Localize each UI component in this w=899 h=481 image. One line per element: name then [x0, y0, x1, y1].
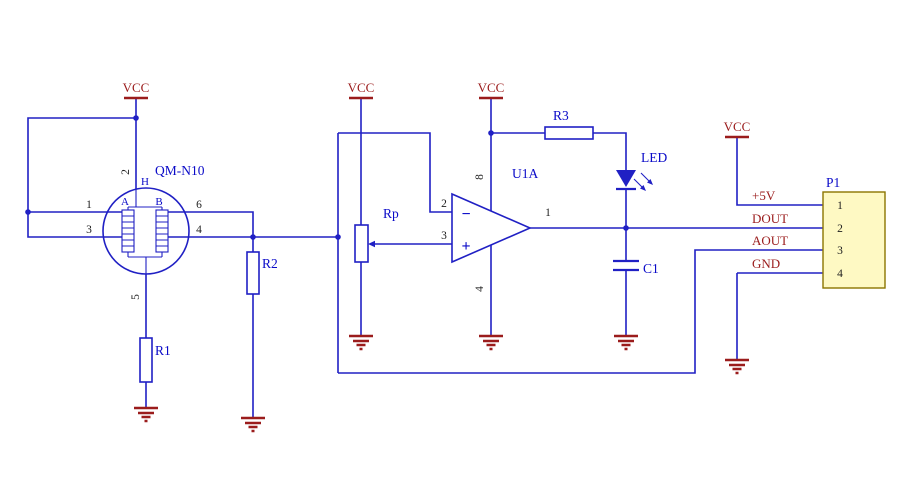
sensor-coil-a [121, 209, 135, 253]
led-triangle [616, 170, 636, 187]
ground-symbol-r2 [241, 416, 265, 433]
connector-pin-number-3: 3 [837, 245, 843, 257]
sensor-pin-1: 1 [86, 199, 92, 211]
r2-body [246, 251, 260, 295]
led-emission-arrows [633, 172, 653, 191]
vcc-label: VCC [478, 80, 505, 95]
net-labels: +5V DOUT AOUT GND [752, 188, 788, 271]
sensor-electrode-b-label: B [155, 196, 162, 208]
wire-r3-to-led [491, 132, 627, 228]
ground-symbol-opamp [479, 334, 503, 351]
r1-body [139, 337, 153, 383]
opamp-pin-4: 4 [474, 286, 486, 292]
net-label-5v: +5V [752, 188, 776, 203]
resistor-r1: R1 [139, 337, 171, 383]
opamp-pin-2: 2 [441, 198, 447, 210]
net-label-aout: AOUT [752, 233, 788, 248]
opamp-inverting-sign: − [461, 206, 470, 223]
r3-body [544, 126, 594, 140]
sensor-heater-label: H [141, 176, 149, 188]
vcc-label: VCC [348, 80, 375, 95]
vcc-port-connector: VCC [724, 119, 751, 139]
net-label-dout: DOUT [752, 211, 788, 226]
sensor-pin-5: 5 [130, 294, 142, 300]
r2-designator: R2 [262, 256, 278, 271]
r1-designator: R1 [155, 343, 171, 358]
vcc-label: VCC [123, 80, 150, 95]
led-arrow-line [633, 178, 643, 188]
rp-wiper-arrow [368, 240, 375, 248]
wires [27, 98, 823, 418]
coil-b-body [155, 209, 169, 253]
opamp-pin-1: 1 [545, 207, 551, 219]
opamp-body [451, 192, 533, 264]
sensor-internal-wiring [127, 189, 163, 274]
wire-vcc-to-sensor [27, 98, 137, 238]
opamp-noninverting-sign: + [461, 238, 470, 255]
sensor-pin-3: 3 [86, 224, 92, 236]
junction-dot [133, 115, 139, 121]
led-arrow-head [640, 185, 646, 191]
ground-symbol-c1 [614, 334, 638, 351]
connector-pin-number-2: 2 [837, 223, 843, 235]
junction-dot [335, 234, 341, 240]
resistor-r2: R2 [246, 251, 278, 295]
connector-body [822, 191, 886, 289]
sensor-electrode-a-label: A [121, 196, 129, 208]
vcc-label: VCC [724, 119, 751, 134]
junction-dot [488, 130, 494, 136]
coil-b-windings [156, 215, 168, 247]
ground-symbol-pot [349, 334, 373, 351]
sensor-pin-4: 4 [196, 224, 202, 236]
rp-designator: Rp [383, 206, 399, 221]
junction-dot [250, 234, 256, 240]
sensor-designator: QM-N10 [155, 163, 205, 178]
opamp-pin-8: 8 [474, 174, 486, 180]
junction-dot [623, 225, 629, 231]
vcc-port-pot: VCC [348, 80, 375, 100]
coil-a-windings [122, 215, 134, 247]
capacitor-c1: C1 [613, 259, 659, 276]
net-label-gnd: GND [752, 256, 780, 271]
connector-pin-number-1: 1 [837, 200, 843, 212]
rp-body [354, 224, 369, 263]
resistor-r3: R3 [544, 108, 594, 140]
led-arrow-head [647, 179, 653, 185]
led-designator: LED [641, 150, 667, 165]
wire-gnd-pin-to-ground [736, 272, 823, 360]
connector-designator: P1 [826, 175, 840, 190]
led: LED [616, 150, 667, 191]
wire-vcc-to-5v-pin [736, 137, 823, 206]
gas-sensor: H A B QM-N10 1 3 6 4 2 5 [86, 163, 205, 300]
vcc-port-opamp: VCC [478, 80, 505, 100]
connector-pin-number-4: 4 [837, 268, 843, 280]
ground-symbol-r1 [134, 406, 158, 423]
c1-designator: C1 [643, 261, 659, 276]
opamp-designator: U1A [512, 166, 538, 181]
sensor-pin-2: 2 [120, 169, 132, 175]
opamp-u1a: − + U1A 2 3 1 8 4 [441, 166, 551, 292]
led-arrow-line [640, 172, 650, 182]
ground-symbol-connector [725, 358, 749, 375]
coil-a-body [121, 209, 135, 253]
opamp-pin-3: 3 [441, 230, 447, 242]
sensor-pin-6: 6 [196, 199, 202, 211]
junction-dot [25, 209, 31, 215]
sensor-coil-b [155, 209, 169, 253]
connector-p1: P1 1 2 3 4 [822, 175, 886, 289]
r3-designator: R3 [553, 108, 569, 123]
vcc-port-sensor: VCC [123, 80, 150, 100]
junction-dots [25, 115, 629, 240]
potentiometer-rp: Rp [354, 206, 399, 263]
